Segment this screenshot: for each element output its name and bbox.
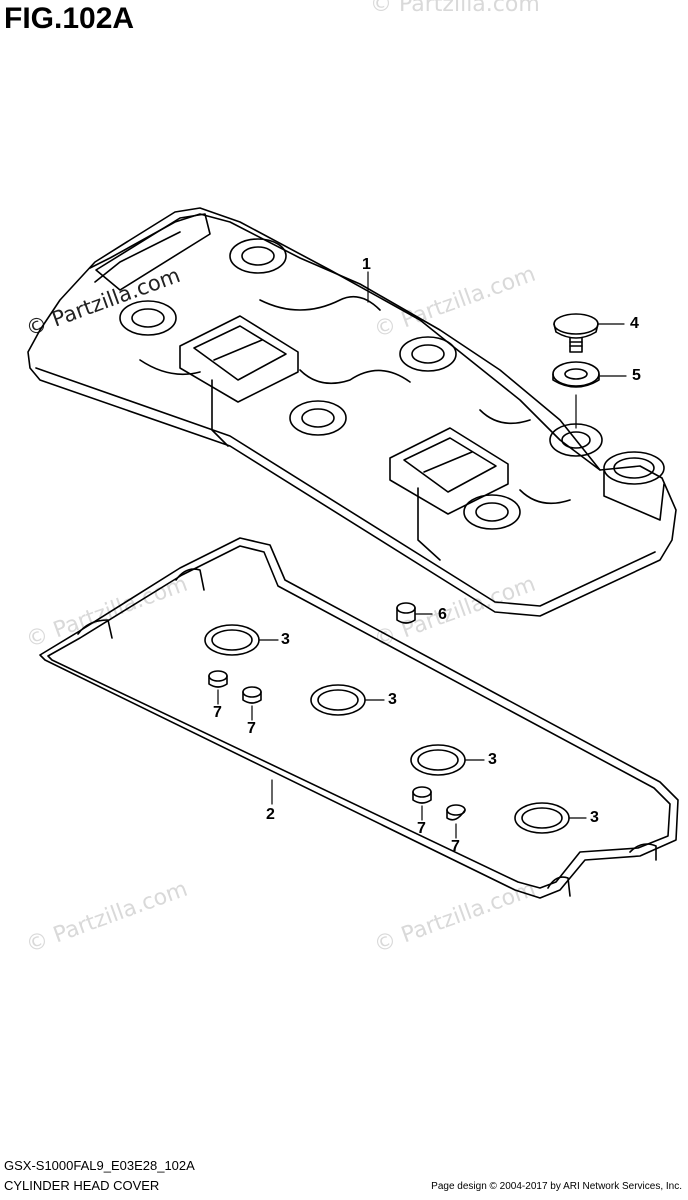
callout-4: 4 [630,315,639,332]
watermark: © Partzilla.com [370,0,540,17]
callout-3: 3 [590,809,599,826]
cover-bolt [553,313,599,353]
callout-7: 7 [451,838,460,855]
figure-title: FIG.102A [4,2,135,35]
callout-7: 7 [417,820,426,837]
rubber-washer [552,361,600,388]
callout-3: 3 [488,751,497,768]
spark-plug-seals [204,624,570,834]
callout-1: 1 [362,256,371,273]
callout-3: 3 [281,631,290,648]
callout-5: 5 [632,367,641,384]
callout-7: 7 [247,720,256,737]
leader-lines [217,271,627,839]
dowel-pin [396,602,416,624]
copyright-notice: Page design © 2004-2017 by ARI Network S… [431,1181,682,1192]
callout-7: 7 [213,704,222,721]
model-code: GSX-S1000FAL9_E03E28_102A [4,1158,195,1173]
part-name: CYLINDER HEAD COVER [4,1178,160,1193]
callout-2: 2 [266,806,275,823]
cover-gasket [39,537,679,899]
small-seals [208,670,466,821]
callout-3: 3 [388,691,397,708]
callout-6: 6 [438,606,447,623]
cylinder-head-cover [27,207,677,617]
